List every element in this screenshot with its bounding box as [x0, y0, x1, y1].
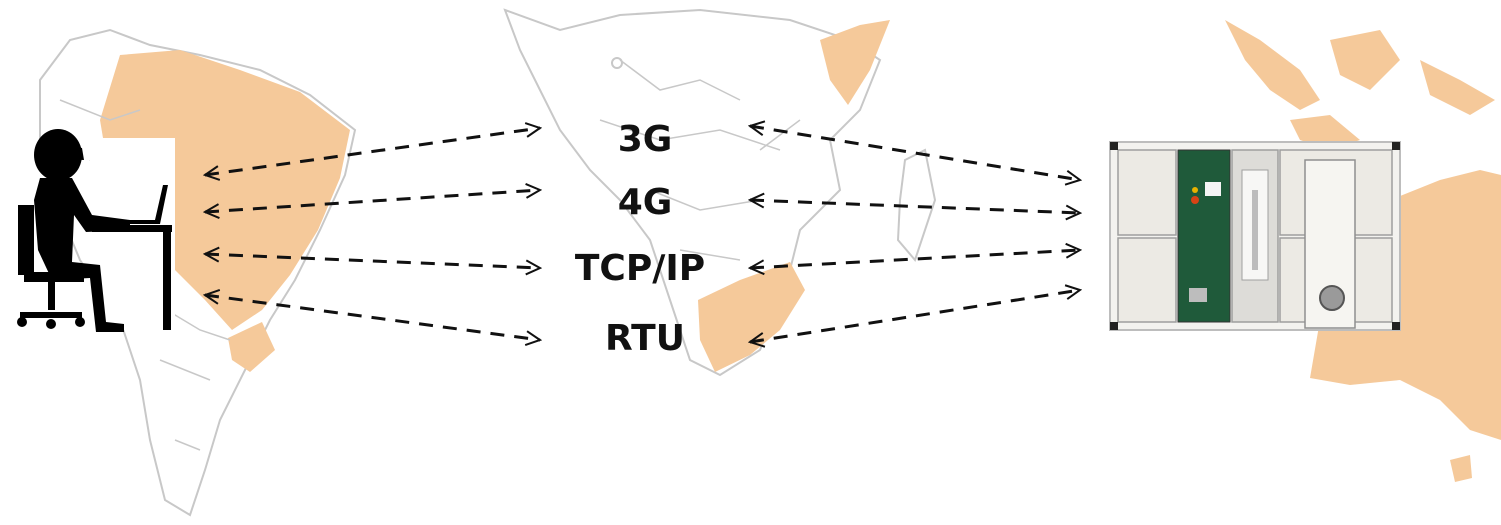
protocol-label-3g: 3G: [617, 119, 673, 160]
tasmania: [1450, 455, 1472, 482]
air-handling-unit-icon: [1109, 141, 1401, 331]
connection-arrows: [205, 126, 1080, 342]
asia-islands-1: [1225, 20, 1320, 110]
africa-borders: [599, 59, 801, 261]
arrow-3g-device: [750, 126, 1080, 180]
person-at-laptop-icon: [17, 129, 175, 332]
arrow-tcpip-device: [750, 250, 1080, 268]
protocol-label-rtu: RTU: [605, 318, 685, 359]
asia-islands-3: [1330, 30, 1400, 90]
arrow-user-rtu: [205, 295, 540, 340]
island-dot: [611, 57, 623, 69]
protocol-label-4g: 4G: [617, 182, 673, 223]
arrow-4g-device: [750, 200, 1080, 213]
protocol-label-tcp-ip: TCP/IP: [574, 248, 706, 289]
africa-horn: [820, 20, 890, 105]
arrow-rtu-device: [750, 290, 1080, 342]
asia-islands-4: [1420, 60, 1495, 115]
arrow-user-tcpip: [205, 254, 540, 268]
south-america-uruguay: [228, 322, 275, 372]
arrow-user-4g: [205, 190, 540, 212]
arrow-user-3g: [205, 128, 540, 175]
